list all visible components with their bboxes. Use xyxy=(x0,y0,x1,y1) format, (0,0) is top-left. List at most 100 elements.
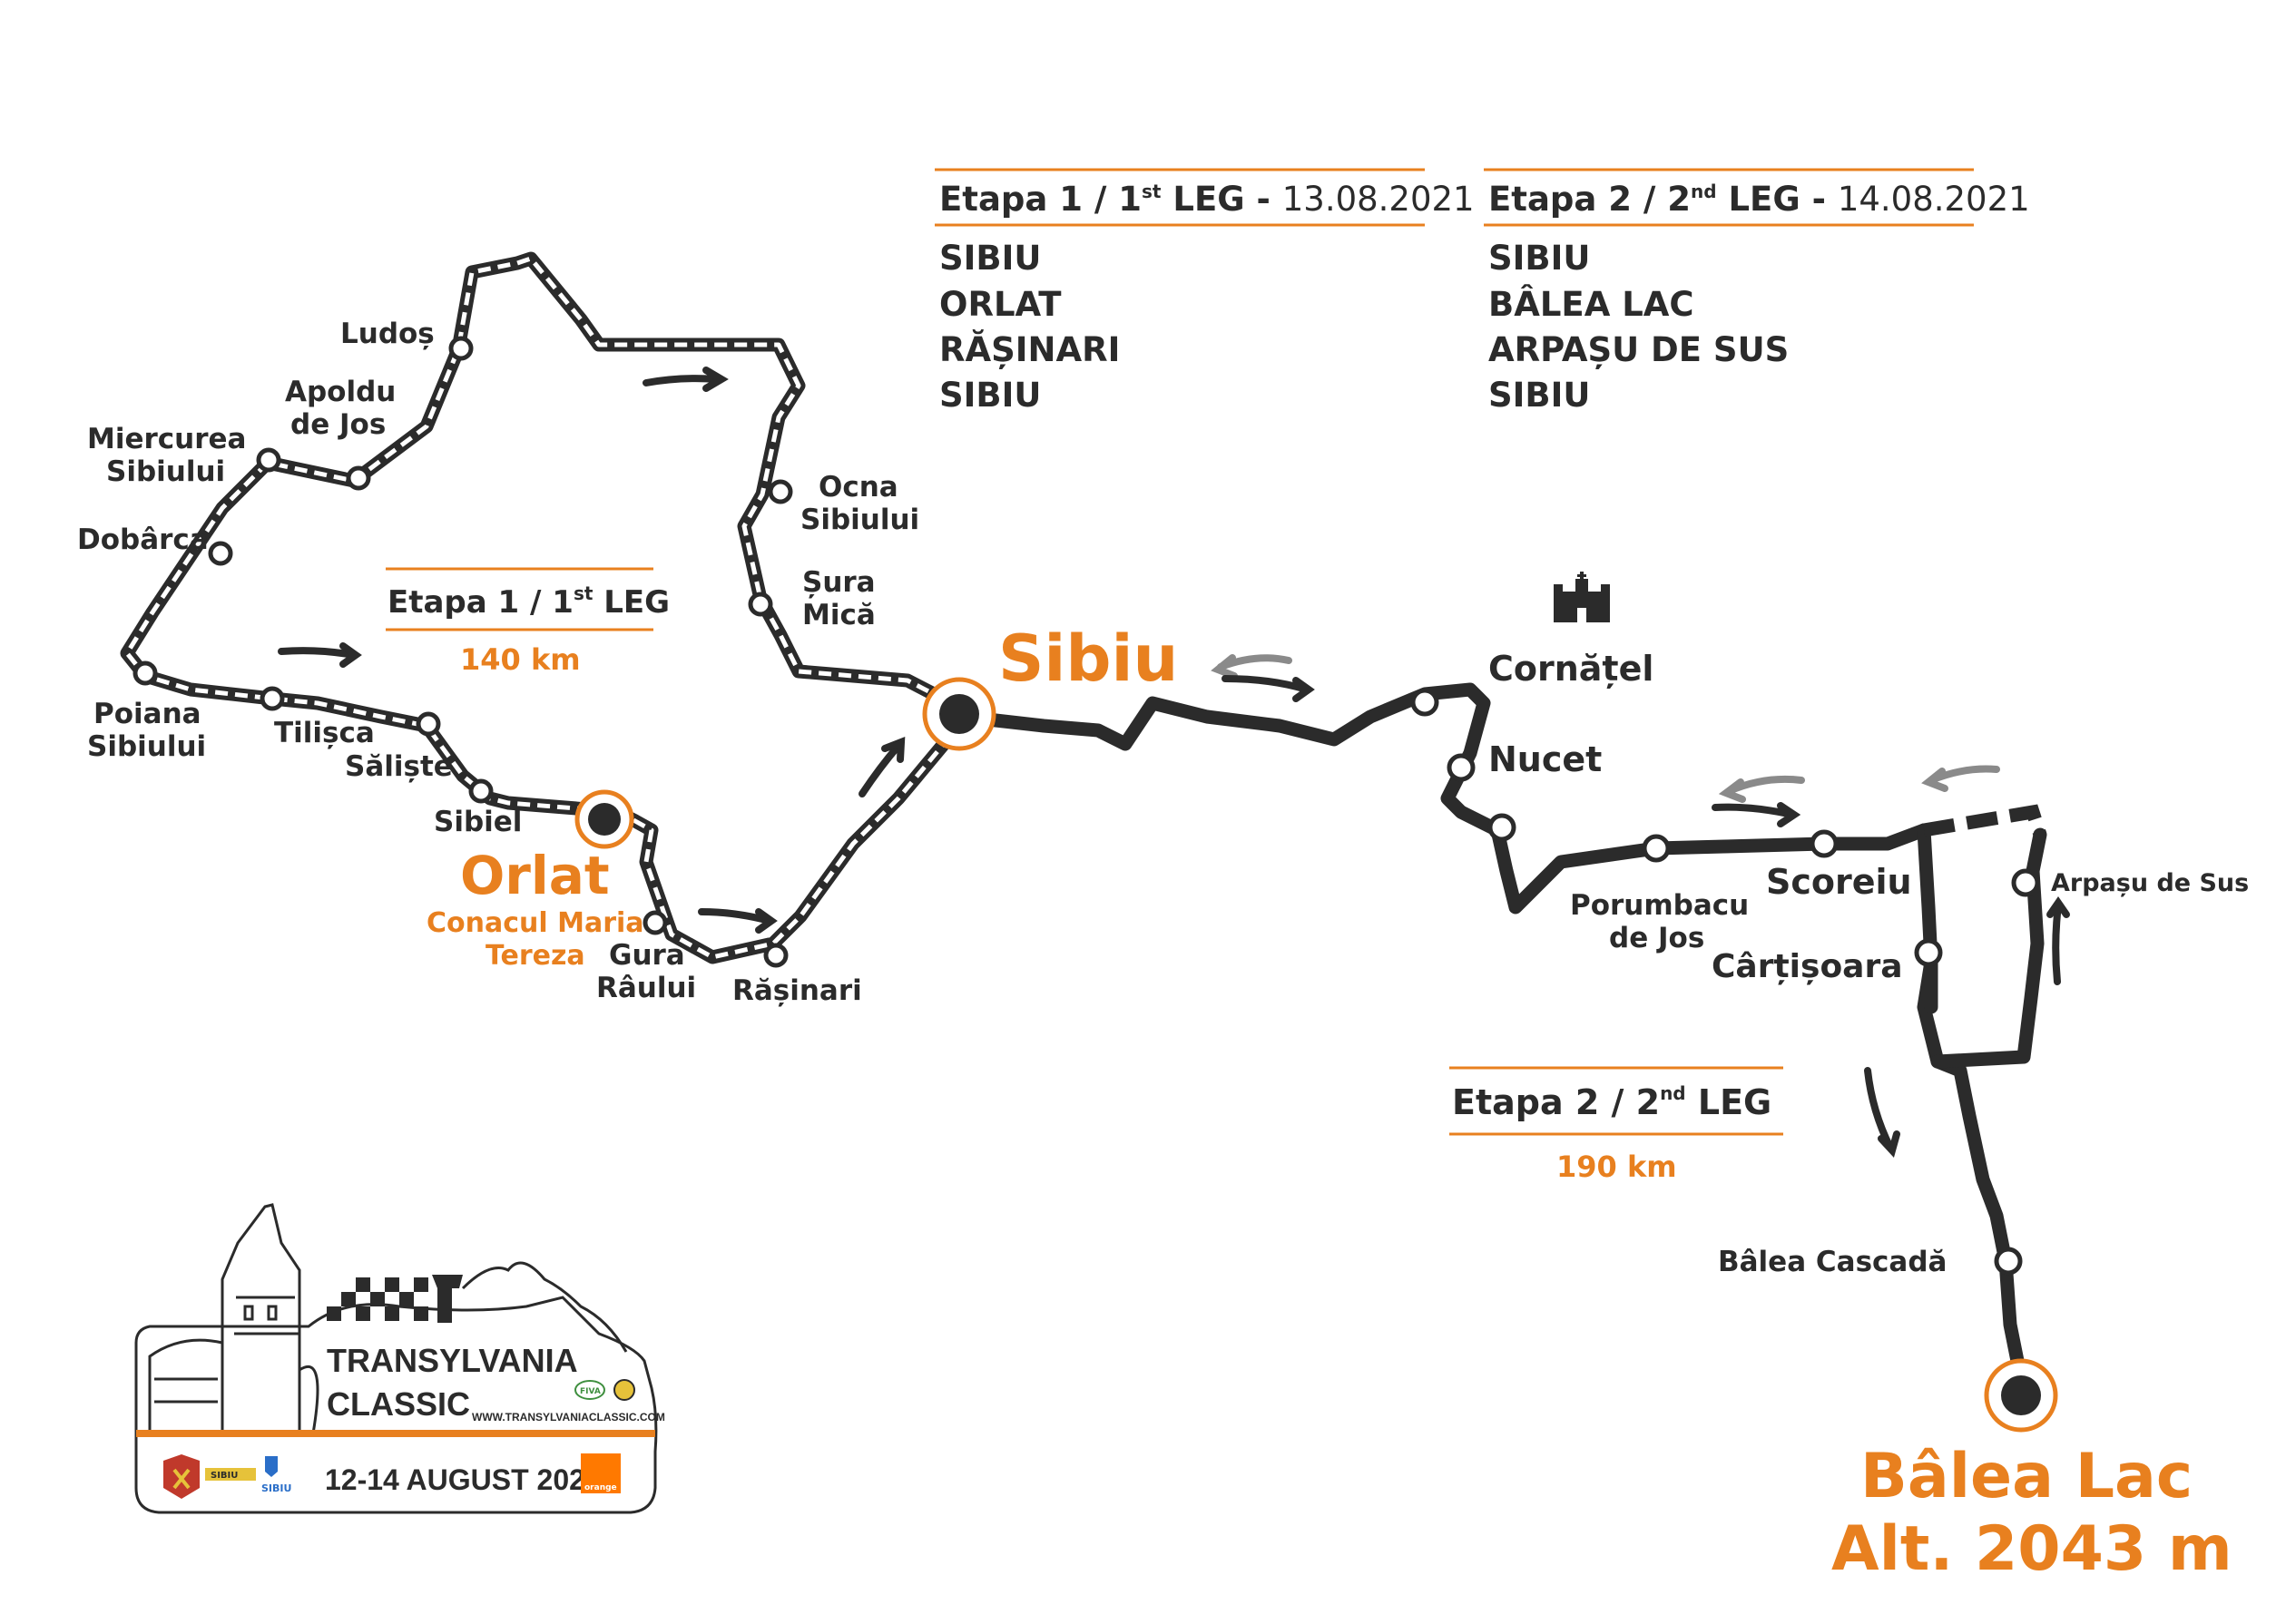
svg-text:orange: orange xyxy=(584,1483,617,1492)
label-ocna-1: Ocna xyxy=(819,471,898,504)
leg2-stop-1: SIBIU xyxy=(1488,239,1590,278)
label-sibiu: Sibiu xyxy=(998,621,1178,696)
arrow-icon xyxy=(643,375,721,386)
leg1-box-prefix: Etapa 1 / 1 xyxy=(388,584,574,621)
leg1-stop-3: RĂȘINARI xyxy=(939,329,1120,369)
council-badge: SIBIU xyxy=(211,1471,238,1481)
leg2-stop-4: SIBIU xyxy=(1488,376,1590,415)
label-gura-2: Râului xyxy=(596,972,696,1004)
leg2-header-suffix: LEG - xyxy=(1717,180,1838,219)
sibiu-city-badge: SIBIU xyxy=(261,1456,291,1494)
marker-ludos xyxy=(448,336,474,361)
leg2-stop-3: ARPAȘU DE SUS xyxy=(1488,330,1789,369)
leg1-schedule: Etapa 1 / 1st LEG - 13.08.2021 SIBIU ORL… xyxy=(935,168,1475,415)
svg-text:Etapa 2 / 2nd LEG: Etapa 2 / 2nd LEG xyxy=(1452,1082,1771,1122)
label-apoldu-2: de Jos xyxy=(290,408,386,441)
label-porumbacu-1: Porumbacu xyxy=(1570,889,1749,922)
leg1-stop-1: SIBIU xyxy=(939,239,1041,278)
leg1-header-prefix: Etapa 1 / 1 xyxy=(939,180,1142,219)
leg2-header-sup: nd xyxy=(1691,181,1717,202)
leg1-header-sup: st xyxy=(1142,181,1162,202)
marker-sura xyxy=(748,592,773,617)
leg2-date: 14.08.2021 xyxy=(1838,180,2030,219)
marker-balea-cascada xyxy=(1994,1247,2023,1276)
direction-arrows xyxy=(278,367,2070,1158)
event-logo: TRANSYLVANIA CLASSIC WWW.TRANSYLVANIACLA… xyxy=(134,1203,665,1514)
arrow-icon xyxy=(278,647,358,659)
logo-orange-stripe xyxy=(136,1430,655,1437)
marker-rasinari xyxy=(763,943,789,968)
label-orlat: Orlat xyxy=(460,845,610,906)
label-sura-2: Mică xyxy=(802,599,876,631)
arrow-icon xyxy=(1221,675,1310,693)
checkered-flag-logo xyxy=(327,1275,463,1323)
leg1-box-sup: st xyxy=(574,582,594,604)
place-labels: Ludoș Apoldu de Jos Miercurea Sibiului D… xyxy=(77,318,2249,1585)
marker-poiana xyxy=(132,660,158,686)
svg-text:Etapa 1 / 1st LEG: Etapa 1 / 1st LEG xyxy=(388,582,670,621)
leg1-date: 13.08.2021 xyxy=(1282,180,1475,219)
label-miercurea-1: Miercurea xyxy=(87,423,246,455)
emblem-badge xyxy=(613,1379,635,1401)
marker-tilisca xyxy=(260,686,285,711)
marker-sibiel xyxy=(468,778,494,804)
marker-ocna xyxy=(768,479,793,504)
label-porumbacu-2: de Jos xyxy=(1609,922,1704,954)
marker-gura-raului xyxy=(643,910,668,935)
label-saliste: Săliște xyxy=(345,750,453,783)
label-altitude: Alt. 2043 m xyxy=(1831,1513,2232,1585)
label-dobarca: Dobârca xyxy=(77,523,209,556)
arrow-icon xyxy=(2052,902,2062,985)
orange-sponsor-logo: orange xyxy=(581,1453,621,1493)
label-ludos: Ludoș xyxy=(340,318,435,350)
leg2-schedule: Etapa 2 / 2nd LEG - 14.08.2021 SIBIU BÂL… xyxy=(1484,168,2030,415)
marker-cartisoara xyxy=(1914,938,1943,967)
hub-balea-lac xyxy=(1984,1358,2058,1433)
fiva-badge: FIVA xyxy=(574,1380,605,1400)
leg2-box-sup: nd xyxy=(1660,1082,1686,1104)
label-sibiel: Sibiel xyxy=(434,806,522,838)
hub-orlat xyxy=(574,789,634,849)
logo-title-2: CLASSIC xyxy=(327,1385,470,1423)
leg2-route xyxy=(957,682,2047,1404)
leg2-stop-2: BÂLEA LAC xyxy=(1488,284,1694,324)
label-scoreiu: Scoreiu xyxy=(1766,862,1912,902)
marker-between xyxy=(1487,813,1516,842)
county-crest xyxy=(163,1454,200,1499)
arrow-icon xyxy=(858,742,902,797)
castle-tower-logo xyxy=(148,1203,319,1434)
logo-website: WWW.TRANSYLVANIACLASSIC.COM xyxy=(472,1411,665,1423)
label-rasinari: Rășinari xyxy=(732,974,862,1007)
leg2-distance-box: Etapa 2 / 2nd LEG 190 km xyxy=(1449,1066,1783,1184)
label-poiana-1: Poiana xyxy=(93,698,201,730)
leg1-stop-2: ORLAT xyxy=(939,285,1062,324)
leg2-box-suffix: LEG xyxy=(1686,1082,1772,1122)
marker-scoreiu xyxy=(1810,829,1839,858)
marker-nucet xyxy=(1447,753,1476,782)
leg2-stops xyxy=(1410,688,2040,1276)
logo-dates: 12-14 AUGUST 2021 xyxy=(325,1463,602,1496)
leg1-stop-4: SIBIU xyxy=(939,376,1041,415)
label-tilisca: Tilișca xyxy=(274,717,375,749)
label-poiana-2: Sibiului xyxy=(87,730,206,763)
leg1-box-suffix: LEG xyxy=(593,584,670,621)
marker-arpasu xyxy=(2011,868,2040,897)
label-balea-cascada: Bâlea Cascadă xyxy=(1718,1246,1947,1278)
svg-text:Etapa 2 / 2nd LEG - 14.08.2021: Etapa 2 / 2nd LEG - 14.08.2021 xyxy=(1488,180,2030,219)
leg2-header-prefix: Etapa 2 / 2 xyxy=(1488,180,1691,219)
svg-text:SIBIU: SIBIU xyxy=(261,1482,291,1494)
leg2-box-prefix: Etapa 2 / 2 xyxy=(1452,1082,1660,1122)
leg1-header-suffix: LEG - xyxy=(1162,180,1282,219)
label-miercurea-2: Sibiului xyxy=(106,455,225,488)
leg1-distance: 140 km xyxy=(460,642,581,677)
label-apoldu-1: Apoldu xyxy=(285,376,396,408)
label-sura-1: Șura xyxy=(802,566,876,599)
leg1-distance-box: Etapa 1 / 1st LEG 140 km xyxy=(386,567,670,677)
label-ocna-2: Sibiului xyxy=(800,504,919,536)
svg-text:Etapa 1 / 1st LEG - 13.08.2021: Etapa 1 / 1st LEG - 13.08.2021 xyxy=(939,180,1475,219)
label-arpasu: Arpașu de Sus xyxy=(2051,869,2249,897)
label-cornatel: Cornățel xyxy=(1488,649,1653,689)
marker-saliste xyxy=(416,711,441,737)
arrow-icon xyxy=(1712,803,1796,818)
